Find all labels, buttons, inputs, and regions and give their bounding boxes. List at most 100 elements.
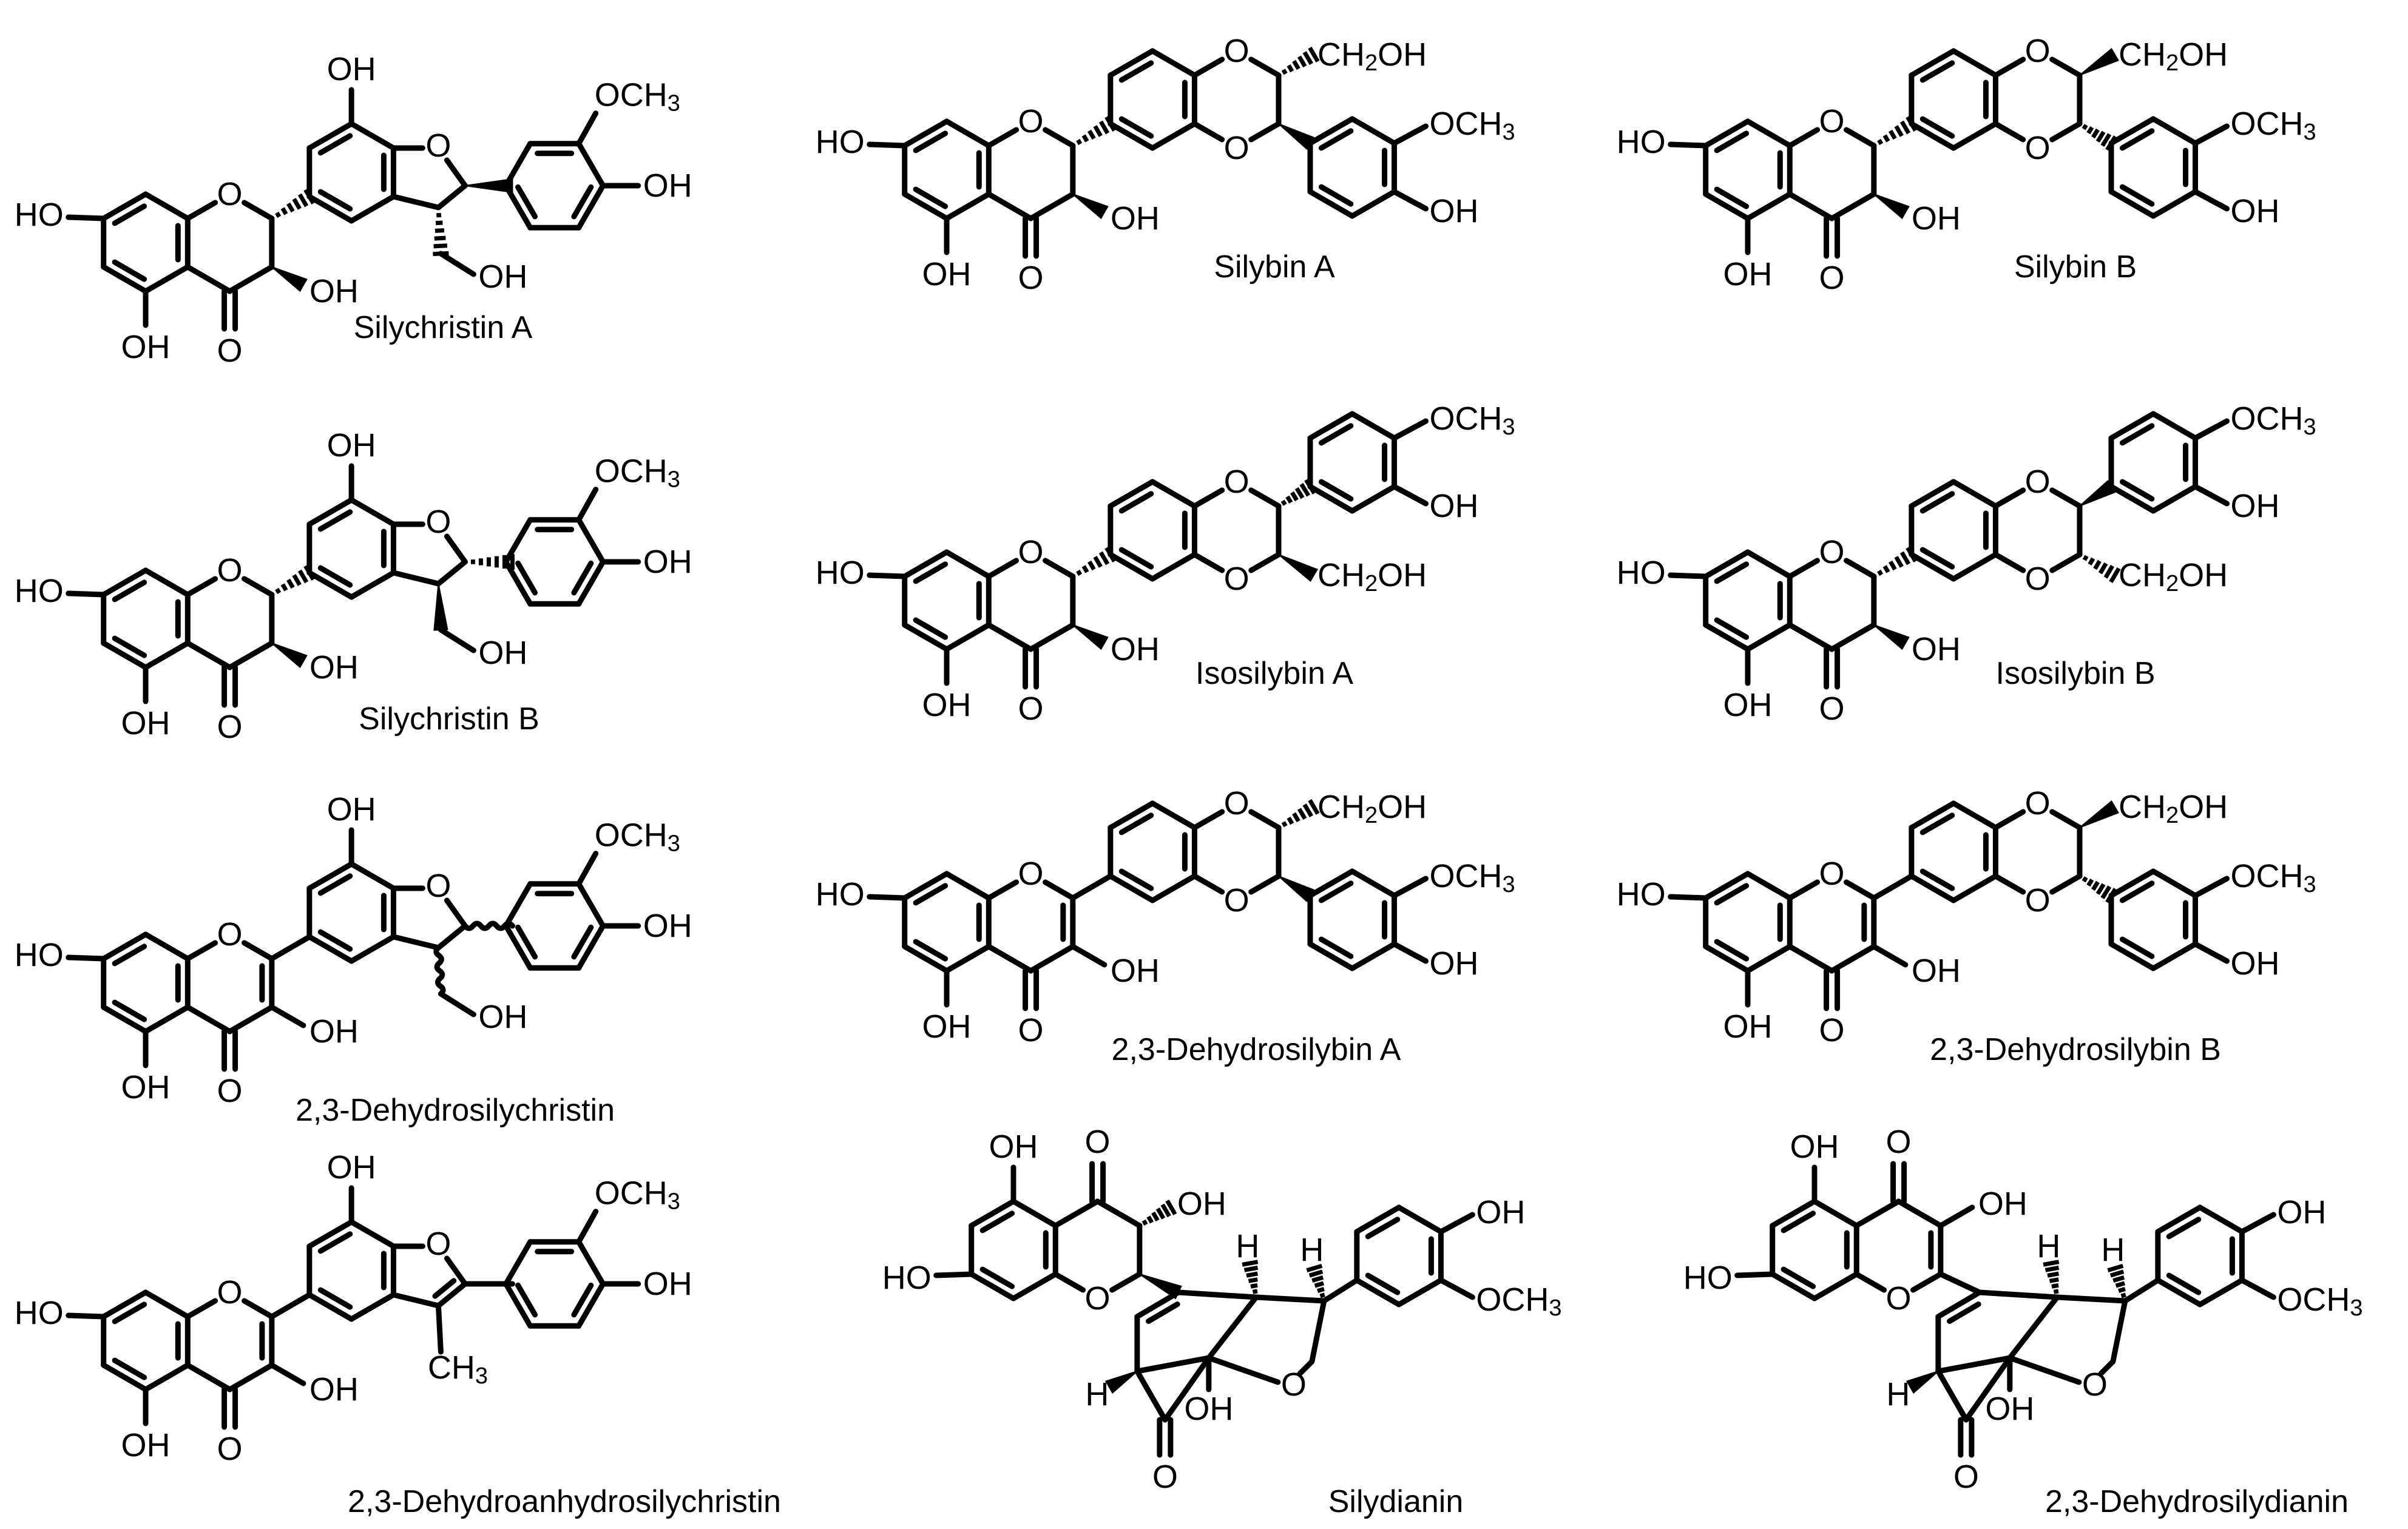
hashed-bond-stroke [1899,120,1911,135]
bond [1149,552,1197,582]
hydroxyl-label: OH [989,1129,1038,1165]
hydroxyl-label: HO [816,124,865,160]
hashed-bond-stroke [1297,808,1307,820]
bond [1787,622,1835,652]
bond [986,622,1034,652]
hashed-bond-stroke [1098,120,1110,135]
bond [2239,1212,2276,1235]
structure-2-3-dehydrosilychristin: OOHOOHOHOHOOCH3OHOH2,3-Dehydrosilychrist… [15,791,692,1128]
hashed-bond-stroke [1311,1275,1324,1283]
hashed-bond-stroke [1093,125,1103,137]
bond [227,640,275,670]
bond [227,264,275,294]
hydroxyl-label: OH [478,258,527,295]
bond [1935,1355,2013,1374]
hashed-bond-stroke [1087,560,1096,571]
bond [1307,484,1355,514]
hashed-bond-stroke [2051,1283,2059,1289]
hashed-bond-stroke [1308,799,1320,815]
bond [1844,879,1877,901]
bond [1052,1271,1086,1293]
hashed-bond-stroke [1877,138,1884,146]
bond [1354,1277,1402,1308]
hydroxyl-label: OH [1430,488,1479,524]
double-bond-inner [1146,1301,1180,1325]
methoxy-label: OCH3 [595,817,680,857]
bond [576,881,606,929]
hashed-bond-stroke [1160,1203,1171,1218]
double-bond-inner [571,560,594,596]
bond [101,931,149,962]
hydroxyl-label: HO [1617,555,1666,591]
bond [1703,943,1751,974]
hashed-bond-stroke [2049,1277,2059,1283]
bond [1070,873,1114,901]
bond [1396,1277,1444,1308]
bond [66,214,107,221]
hydroxyl-label: HO [15,937,64,973]
hydroxyl-label: OH [121,329,171,365]
bond [576,559,606,607]
hashed-bond-stroke [2044,1265,2060,1272]
carbonyl-oxygen: O [1886,1124,1912,1160]
bond [2155,1204,2203,1235]
hashed-bond-stroke [2100,885,2112,900]
double-bond-inner [1781,1266,1816,1289]
hashed-bond-stroke [2086,126,2094,135]
bond [101,264,149,294]
double-bond-inner [2119,423,2155,446]
bond [1108,552,1155,582]
bond [933,1271,975,1278]
hashed-bond-stroke [2115,1281,2126,1288]
hydroxyl-label: OH [1723,1008,1773,1045]
compound-name: Silychristin A [354,310,533,345]
hydroxyl-label: HO [1617,876,1666,913]
bond [986,879,1020,901]
double-bond-inner [112,203,147,226]
bond [435,183,468,211]
structure-2-3-dehydrosilybin-b: OOHOOHOHOOCH2OHOCH3OH2,3-Dehydrosilybin … [1617,785,2316,1067]
hashed-bond-stroke [1297,55,1307,68]
double-bond-inner [571,1282,594,1318]
hashed-bond-stroke [280,207,288,215]
double-bond-inner [571,184,594,220]
methoxy-label: OCH3 [1430,858,1515,897]
bond [184,1362,233,1392]
bond [1028,943,1076,974]
bond [867,894,908,901]
methoxy-label: OCH3 [1430,400,1515,440]
hydroxyl-label: OH [1111,200,1160,237]
hashed-bond-stroke [2082,876,2088,883]
hydroxyl-label: HO [15,1295,64,1331]
bond [902,118,950,149]
methoxy-label: OCH3 [2231,400,2316,440]
hydroxyl-label: HO [816,876,865,913]
ring-oxygen: O [1018,534,1044,570]
bond [1909,121,1956,151]
bond [1745,549,1793,579]
bond [184,1298,218,1320]
compound-name: 2,3-Dehydrosilybin B [1930,1032,2221,1067]
bond [576,1239,606,1287]
bond [2049,552,2083,573]
bond [1321,1277,1360,1304]
bond [1950,800,1998,831]
bond [902,549,950,579]
bond [1703,118,1751,149]
double-bond-inner [1919,812,1955,835]
hydroxyl-label: OH [309,649,359,686]
bond [503,517,533,565]
bond [306,570,354,600]
double-bond-inner [2119,128,2155,151]
bond [348,934,396,964]
bond [2108,411,2156,441]
hashed-bond-stroke [2093,559,2102,570]
bond [1829,622,1877,652]
double-bond-inner [1118,116,1154,139]
compound-name: Silybin B [2014,249,2137,285]
hydroxyl-label: OH [643,1266,692,1302]
bond [143,567,191,598]
hashed-bond-stroke [1252,1289,1258,1294]
double-bond-inner [1919,60,1955,83]
